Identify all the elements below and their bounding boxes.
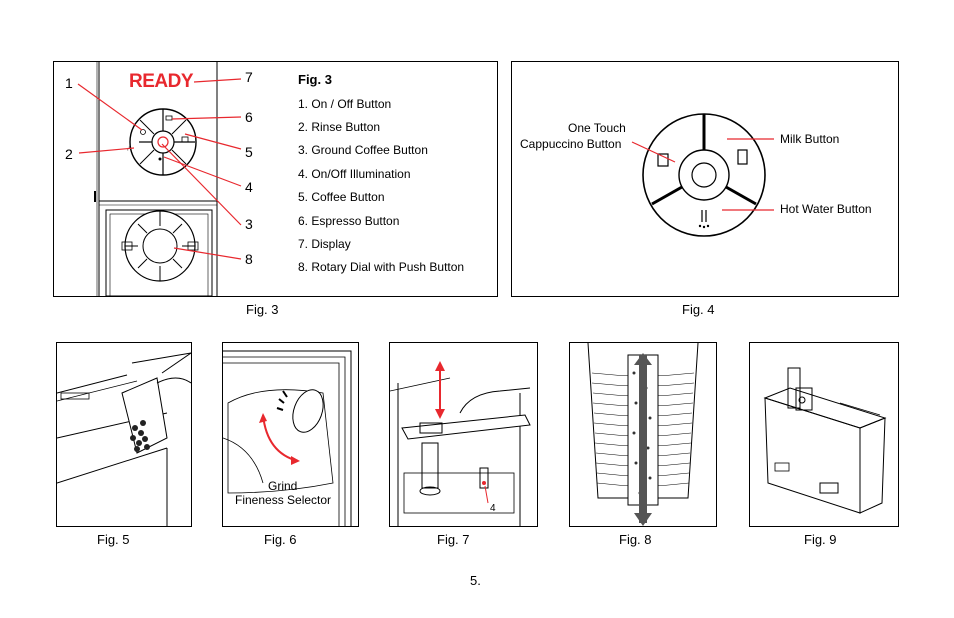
callout-4: 4 (245, 179, 253, 195)
callout-5: 5 (245, 144, 253, 160)
cappuccino-label-line1: One Touch (568, 121, 626, 135)
callout-3: 3 (245, 216, 253, 232)
legend-item-8: 8. Rotary Dial with Push Button (298, 260, 465, 274)
fig5-caption: Fig. 5 (97, 532, 130, 547)
fig3-illustration: ∴ (77, 62, 242, 296)
fig9-panel (749, 342, 899, 527)
fig4-panel: One Touch Cappuccino Button Milk Button … (511, 61, 899, 297)
legend-item-3: 3. Ground Coffee Button (298, 143, 428, 157)
fig3-panel: ∴ READY 1 2 3 4 5 6 7 8 F (53, 61, 498, 297)
display-ready-text: READY (129, 71, 194, 92)
callout-7: 7 (245, 69, 253, 85)
milk-glass-icon (737, 149, 748, 165)
milk-button-label: Milk Button (780, 132, 840, 146)
fig6-panel: Grind Fineness Selector (222, 342, 359, 527)
fig6-illustration (223, 350, 352, 526)
fig7-panel: 4 (389, 342, 538, 527)
fig8-panel (569, 342, 717, 527)
callout-6: 6 (245, 109, 253, 125)
grind-label-line2: Fineness Selector (235, 493, 332, 507)
callout-2: 2 (65, 146, 73, 162)
legend-item-2: 2. Rinse Button (298, 120, 381, 134)
fig7-callout-4: 4 (490, 503, 496, 514)
fig9-illustration (763, 367, 887, 514)
fig4-caption: Fig. 4 (682, 302, 715, 317)
fig3-legend-title: Fig. 3 (298, 72, 332, 87)
legend-item-6: 6. Espresso Button (298, 214, 400, 228)
cappuccino-label-line2: Cappuccino Button (520, 137, 622, 151)
page-number: 5. (470, 573, 481, 588)
cappuccino-cup-icon (657, 153, 669, 167)
fig8-illustration (587, 343, 699, 526)
fig4-control-dial (631, 113, 774, 237)
fig8-caption: Fig. 8 (619, 532, 652, 547)
hot-water-button-label: Hot Water Button (780, 202, 872, 216)
fig5-panel (56, 342, 192, 527)
fig7-illustration (390, 361, 531, 526)
fig7-caption: Fig. 7 (437, 532, 470, 547)
callout-8: 8 (245, 251, 253, 267)
fig5-illustration (57, 352, 191, 526)
legend-item-5: 5. Coffee Button (298, 190, 385, 204)
legend-item-4: 4. On/Off Illumination (298, 167, 411, 181)
callout-1: 1 (65, 75, 73, 91)
fig9-caption: Fig. 9 (804, 532, 837, 547)
legend-item-7: 7. Display (298, 237, 351, 251)
fig6-caption: Fig. 6 (264, 532, 297, 547)
grind-label-line1: Grind (268, 479, 298, 493)
fig3-caption: Fig. 3 (246, 302, 279, 317)
legend-item-1: 1. On / Off Button (298, 97, 392, 111)
